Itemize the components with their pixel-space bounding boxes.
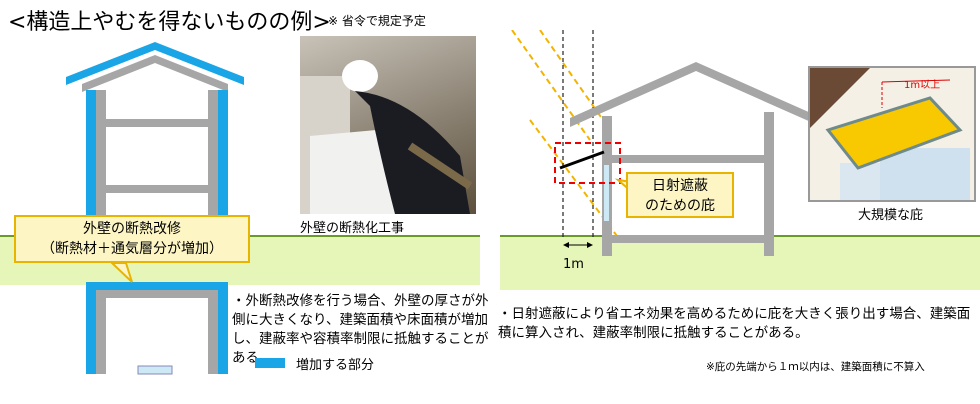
roof-right xyxy=(570,62,810,127)
added-wall-lower-right xyxy=(218,282,228,374)
insulation-callout: 外壁の断熱改修 （断熱材＋通気層分が増加） xyxy=(14,215,250,263)
wall-left xyxy=(96,90,106,240)
large-eave-caption: 大規模な庇 xyxy=(858,208,924,223)
wall-lower-right xyxy=(208,290,218,374)
eave-label: 日射遮蔽 のための庇 xyxy=(626,172,734,218)
large-eave-shape xyxy=(825,96,963,170)
roof-insulation xyxy=(66,42,244,85)
construction-photo xyxy=(300,36,476,214)
eave xyxy=(559,150,605,170)
added-wall-right xyxy=(218,90,228,240)
house-diagram-left xyxy=(66,42,244,375)
callout-line1: 外壁の断熱改修 xyxy=(83,221,181,237)
title-note: ※ 省令で規定予定 xyxy=(328,14,426,28)
floor-lower xyxy=(106,290,208,298)
callout-pointer xyxy=(109,262,133,283)
dimension-label: 1m xyxy=(563,257,584,272)
window xyxy=(137,365,173,375)
floor-right-upper xyxy=(612,155,764,163)
wall-right xyxy=(208,90,218,240)
floor-right-lower xyxy=(612,235,764,243)
floor-upper xyxy=(96,119,218,127)
window-right xyxy=(604,165,609,221)
page-title: <構造上やむを得ないものの例> xyxy=(8,10,331,35)
inset-dimension-label: 1m以上 xyxy=(904,80,941,91)
large-eave-inset: 1m以上 xyxy=(808,66,976,202)
wall-lower-left xyxy=(96,290,106,374)
house-diagram-right xyxy=(511,30,810,256)
right-note: ※庇の先端から１ｍ以内は、建築面積に不算入 xyxy=(706,361,925,373)
added-top-lower xyxy=(86,282,228,290)
added-wall-left xyxy=(86,90,96,240)
left-description: ・外断熱改修を行う場合、外壁の厚さが外側に大きくなり、建築面積や床面積が増加し、… xyxy=(232,293,489,366)
added-wall-lower-left xyxy=(86,282,96,374)
photo-caption: 外壁の断熱化工事 xyxy=(300,221,405,236)
eave-highlight xyxy=(554,142,621,184)
roof xyxy=(82,55,228,92)
callout-line2: （断熱材＋通気層分が増加） xyxy=(41,241,223,257)
eave-label-line1: 日射遮蔽 xyxy=(652,178,708,194)
right-description: ・日射遮蔽により省エネ効果を高めるために庇を大きく張り出す場合、建築面積に算入さ… xyxy=(498,306,971,341)
wall-right-right xyxy=(764,112,774,256)
floor-middle xyxy=(96,185,218,193)
legend-label: 増加する部分 xyxy=(296,358,375,373)
legend-swatch xyxy=(255,358,285,368)
eave-label-line2: のための庇 xyxy=(645,198,715,214)
